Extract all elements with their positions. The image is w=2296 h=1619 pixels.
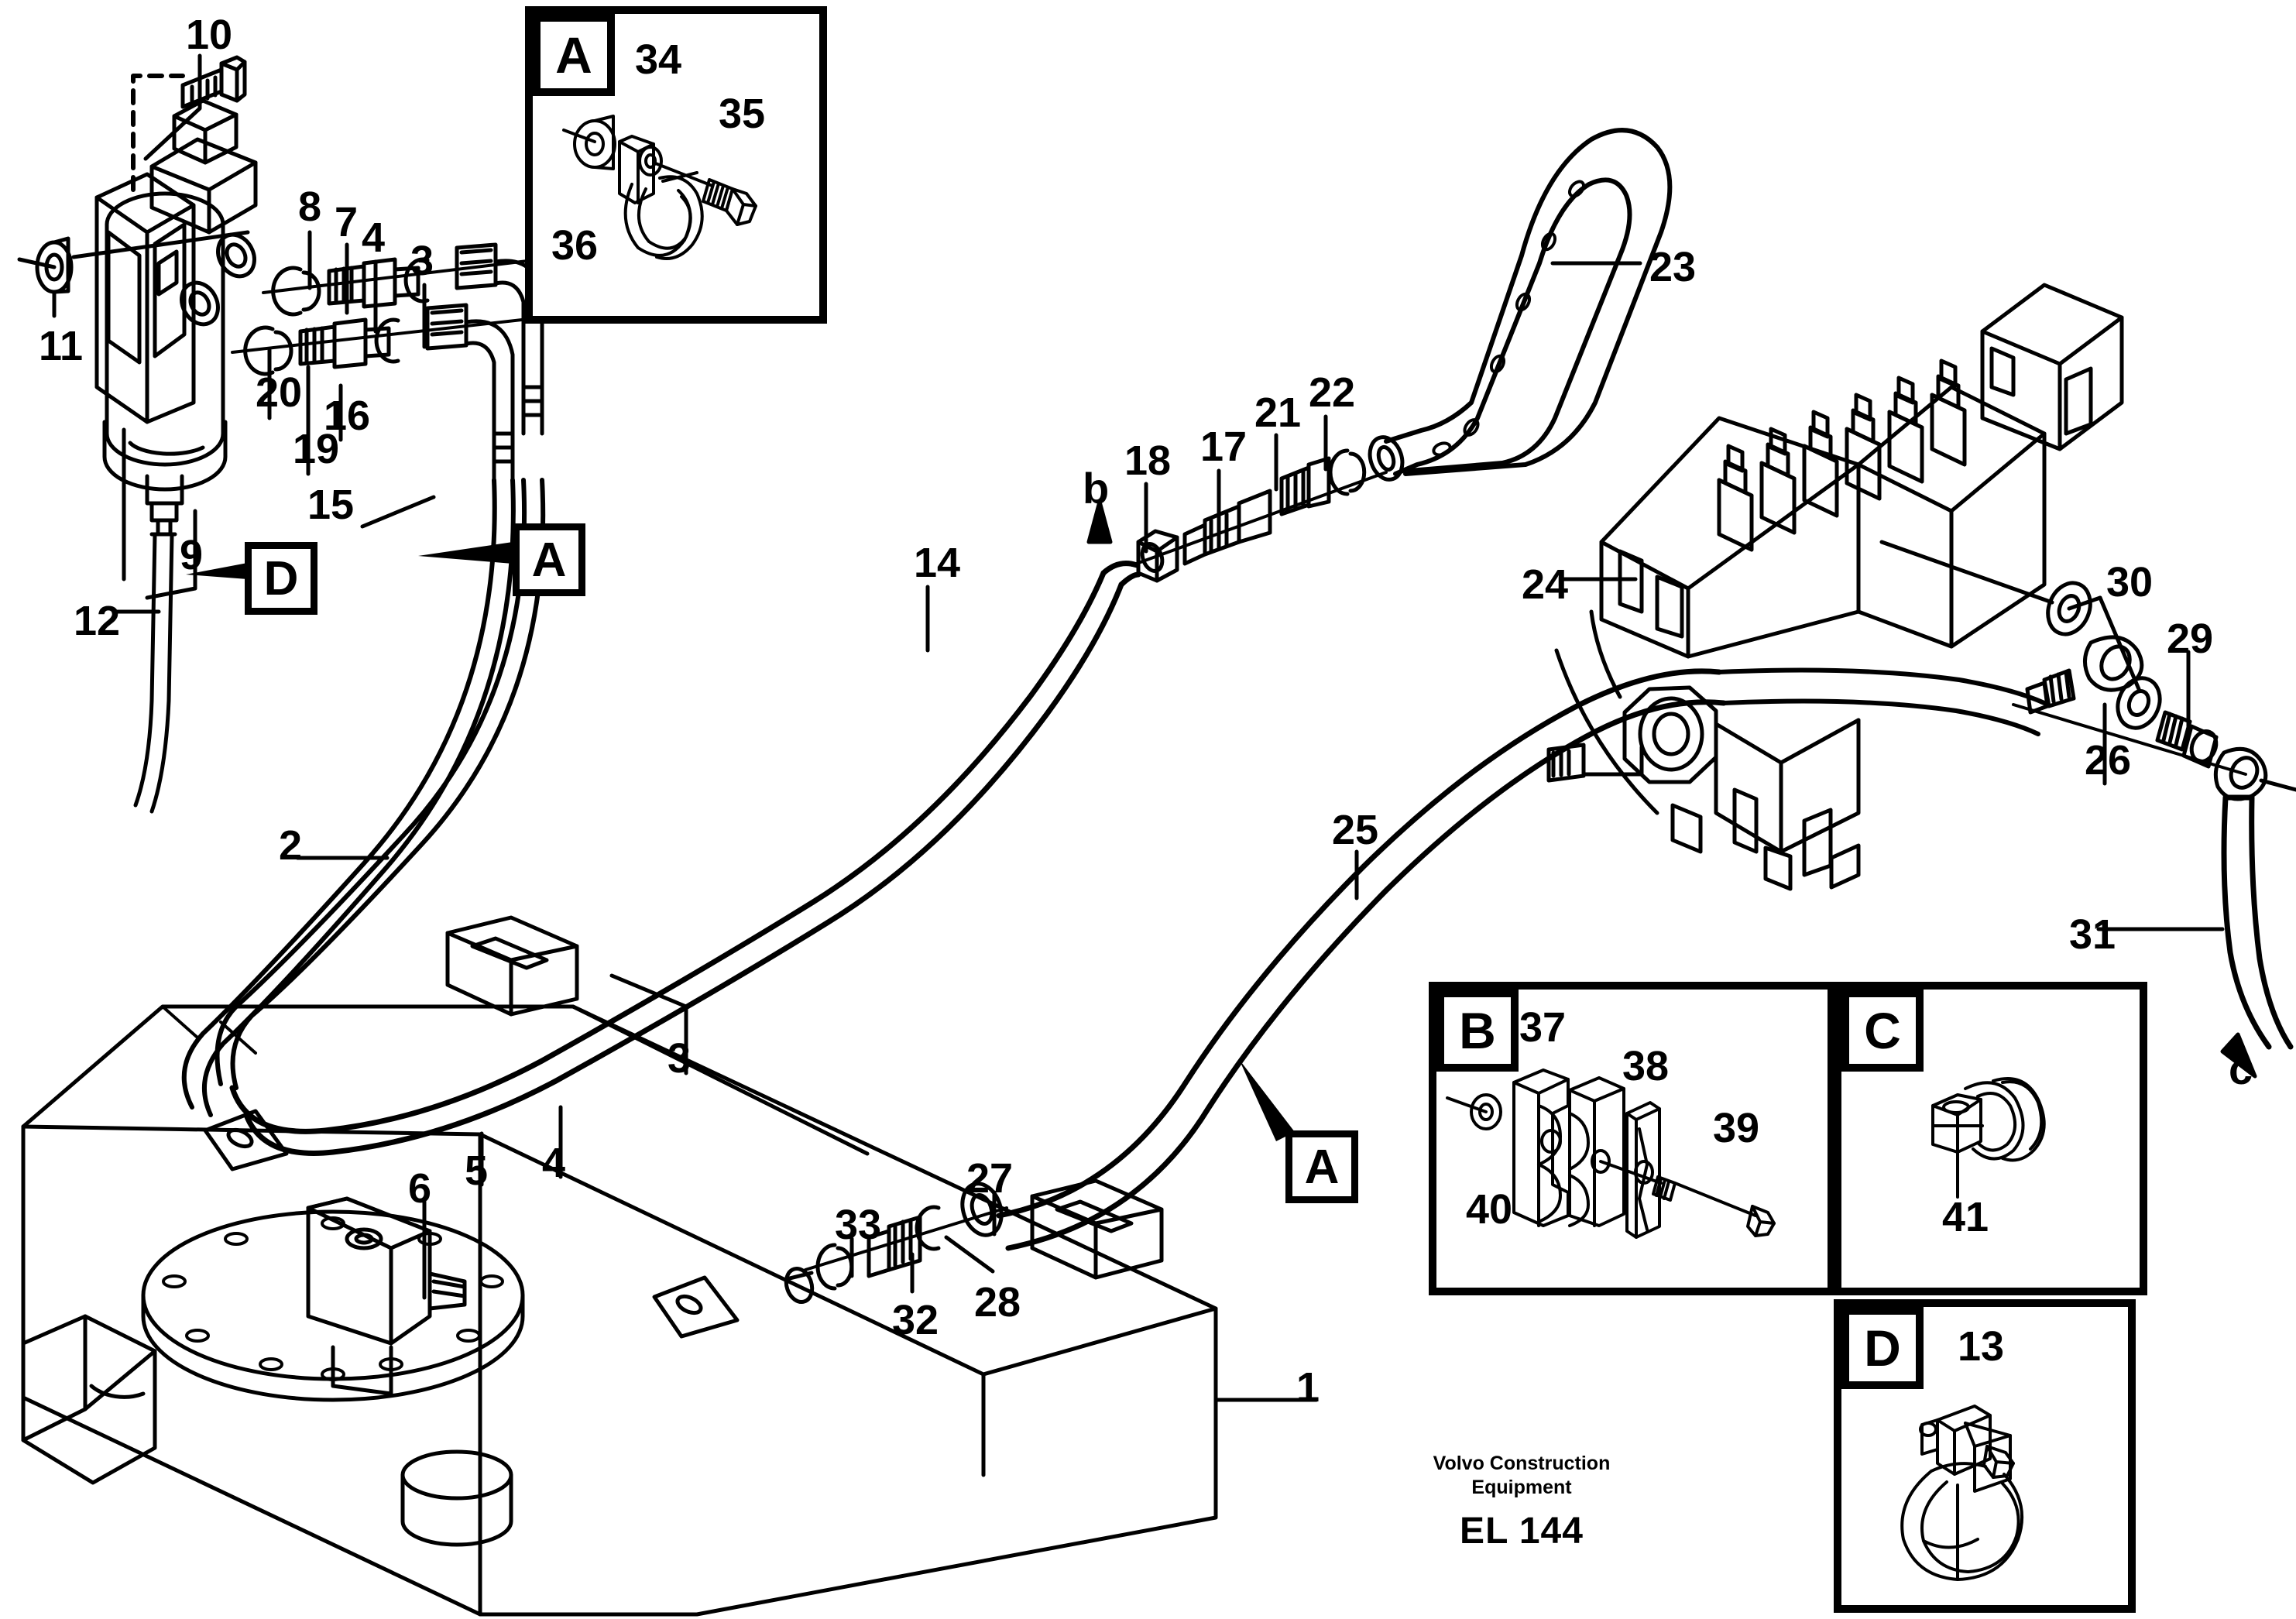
part-label-3a: 3 (410, 238, 434, 284)
part-label-38: 38 (1622, 1043, 1670, 1089)
part-label-1: 1 (1296, 1364, 1320, 1411)
part-label-21: 21 (1254, 389, 1302, 436)
part-label-5: 5 (465, 1147, 489, 1194)
tank-sender-unit (306, 1196, 467, 1396)
part-label-39: 39 (1713, 1105, 1760, 1151)
part-label-9: 9 (180, 532, 204, 578)
hose-2 (214, 478, 546, 1090)
detail-b-tag: B (1436, 990, 1519, 1072)
bolt-10-guide (131, 74, 185, 192)
part-label-20: 20 (256, 369, 303, 416)
part-label-27: 27 (966, 1155, 1014, 1202)
hose-25 (996, 668, 1727, 1251)
part-label-8: 8 (298, 184, 322, 230)
part-label-19: 19 (293, 426, 340, 472)
washer-11 (17, 230, 250, 294)
manufacturer-name-line-2: Equipment (1471, 1477, 1572, 1499)
part-label-4a: 4 (362, 214, 386, 261)
leader-lines (52, 53, 2225, 1402)
detail-a-tag: A (533, 14, 615, 96)
detail-c-tag: C (1841, 990, 1924, 1072)
callout-d-left[interactable]: D (245, 542, 317, 615)
detail-a-linework (562, 115, 757, 260)
flow-arrow-b (1086, 499, 1113, 544)
part-label-18: 18 (1124, 437, 1172, 484)
hose-2b (181, 478, 516, 1117)
tank-mount-pad-left (445, 915, 579, 1017)
part-label-31: 31 (2069, 911, 2116, 958)
part-label-11: 11 (39, 323, 84, 369)
injection-pump-24 (1546, 283, 2124, 891)
part-label-6: 6 (408, 1165, 432, 1212)
part-label-4b: 4 (542, 1140, 566, 1186)
tank-filler-cap (400, 1449, 513, 1547)
part-label-24: 24 (1522, 561, 1569, 608)
tank-corner-tab-a (203, 1109, 289, 1171)
pipe-23 (1384, 128, 1673, 476)
detail-box-d: D (1834, 1299, 2136, 1613)
detail-c-linework (1931, 1077, 2046, 1199)
part-label-35: 35 (719, 91, 766, 137)
callout-a-top[interactable]: A (513, 523, 585, 596)
detail-b-linework (1446, 1068, 1776, 1239)
flow-arrow-c (2220, 1032, 2257, 1079)
part-label-28: 28 (974, 1279, 1021, 1326)
part-label-34: 34 (635, 36, 682, 83)
detail-d-linework (1900, 1405, 2024, 1581)
bolt-10 (180, 55, 247, 109)
part-label-7: 7 (335, 199, 359, 245)
fitting-chain-b (1131, 435, 1405, 583)
plate-code: EL 144 (1460, 1510, 1584, 1552)
tank-corner-tab-b (652, 1275, 740, 1339)
part-label-17: 17 (1200, 424, 1248, 470)
part-label-16: 16 (324, 393, 371, 439)
tank-mount-pad-right (1030, 1178, 1164, 1280)
hose-31 (2221, 794, 2294, 1050)
tank-bracket-left (21, 1314, 157, 1485)
detail-box-b: B (1429, 982, 1835, 1295)
flow-marker-c: c (2229, 1044, 2253, 1093)
part-label-30: 30 (2106, 559, 2154, 605)
manufacturer-name-line-1: Volvo Construction (1433, 1453, 1611, 1474)
fuel-filter-assembly (94, 98, 258, 537)
callout-arrows (186, 542, 1295, 1141)
hose-14 (229, 561, 1141, 1156)
part-label-12: 12 (74, 598, 121, 644)
part-label-14: 14 (914, 540, 961, 586)
part-label-25: 25 (1332, 807, 1379, 853)
detail-box-c: C (1834, 982, 2147, 1295)
part-label-33: 33 (835, 1202, 882, 1248)
hose-12 (133, 532, 177, 814)
fitting-chain-27 (804, 1182, 1008, 1291)
part-label-40: 40 (1466, 1186, 1513, 1233)
fuel-tank (21, 1004, 1218, 1617)
hose-25-pump-end (1717, 667, 2047, 736)
fitting-chain-right (1879, 540, 2296, 801)
part-label-29: 29 (2167, 616, 2214, 662)
part-label-15: 15 (307, 482, 355, 528)
callout-a-bottom[interactable]: A (1285, 1130, 1358, 1203)
part-label-23: 23 (1649, 244, 1697, 290)
tank-pipe-stub (784, 1267, 815, 1304)
part-label-32: 32 (892, 1297, 939, 1343)
part-label-3b: 3 (668, 1035, 692, 1082)
part-label-22: 22 (1309, 369, 1356, 416)
part-label-36: 36 (551, 222, 599, 269)
part-label-41: 41 (1942, 1194, 1989, 1240)
part-label-37: 37 (1519, 1004, 1567, 1051)
part-label-13: 13 (1958, 1323, 2005, 1370)
detail-box-a: A (525, 6, 827, 324)
part-label-26: 26 (2085, 737, 2132, 784)
flow-marker-b: b (1083, 464, 1110, 513)
manufacturer-logo-block: Volvo Construction Equipment EL 144 (1394, 1452, 1649, 1552)
detail-d-tag: D (1841, 1307, 1924, 1389)
part-label-2: 2 (279, 822, 303, 869)
part-label-10: 10 (186, 12, 233, 58)
